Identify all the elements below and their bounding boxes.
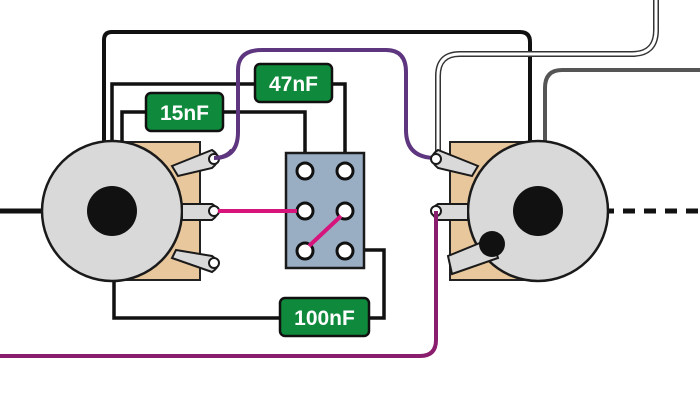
right-potentiometer (430, 139, 610, 283)
white-wire (436, 0, 658, 158)
right-pot-lug-top-hole (430, 153, 442, 165)
gray-wire (543, 68, 700, 211)
capacitor-47nf-body (253, 62, 334, 104)
left-potentiometer (40, 139, 220, 283)
switch-lug-6 (335, 241, 355, 261)
wire-100nf (112, 211, 386, 320)
capacitor-15nf-body (144, 91, 225, 133)
capacitor-47nf: 47nF (253, 62, 334, 104)
right-pot-shaft (513, 186, 563, 236)
capacitor-47nf-label: 47nF (269, 73, 318, 96)
switch-lug-5 (295, 241, 315, 261)
capacitor-15nf: 15nF (144, 91, 225, 133)
capacitor-100nf-label: 100nF (294, 307, 355, 330)
purple-wire-end (213, 148, 234, 160)
left-pot-lug-bottom-hole (208, 257, 220, 269)
ground-loop-wire (102, 30, 532, 211)
switch-lug-1 (295, 161, 315, 181)
left-pot-lug-mid-hole (208, 205, 220, 217)
left-pot-shaft (87, 186, 137, 236)
capacitor-15nf-label: 15nF (160, 102, 209, 125)
purple-wire (213, 48, 437, 160)
switch-lug-2 (335, 161, 355, 181)
capacitor-100nf: 100nF (278, 296, 371, 338)
switch-lug-4 (335, 201, 355, 221)
switch-jumper (307, 214, 343, 248)
output-wire (0, 211, 438, 358)
dpdt-switch (284, 151, 366, 270)
switch-lug-3 (295, 201, 315, 221)
capacitor-100nf-body (278, 296, 371, 338)
right-pot-ground-solder (479, 231, 505, 257)
